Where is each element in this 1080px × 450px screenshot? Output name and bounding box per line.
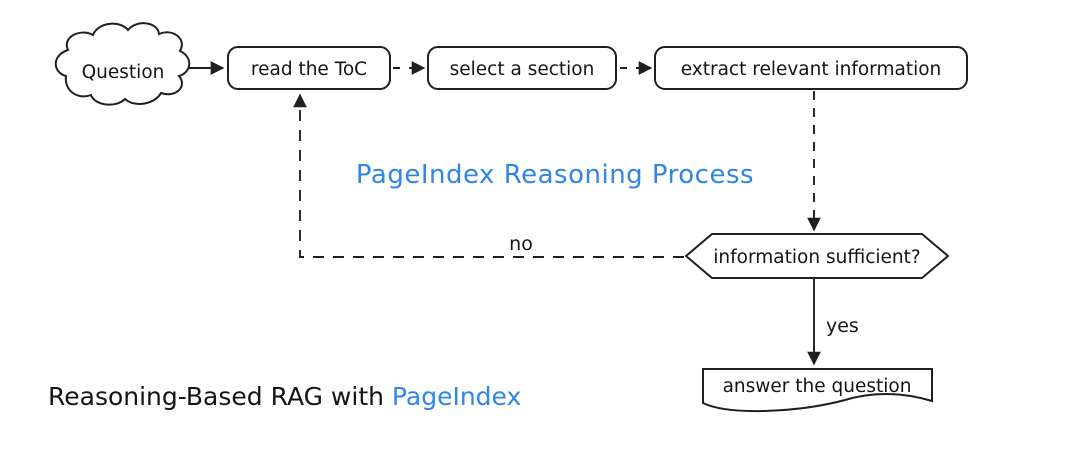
caption-brand: PageIndex	[391, 382, 522, 411]
node-extract-info-box	[654, 46, 968, 90]
node-answer-document	[702, 368, 933, 413]
node-extract-info-label: extract relevant information	[681, 59, 942, 80]
node-answer-label: answer the question	[723, 376, 912, 397]
node-sufficient-label: information sufficient?	[713, 247, 920, 268]
node-question-cloud	[54, 22, 191, 106]
edge-label-no: no	[509, 233, 533, 255]
edge-no-loop	[293, 93, 684, 258]
node-select-section-box	[427, 46, 617, 90]
node-read-toc-box	[227, 46, 391, 90]
node-sufficient-hexagon	[685, 233, 949, 279]
node-read-toc-label: read the ToC	[251, 59, 367, 80]
node-question-label: Question	[82, 62, 165, 83]
edge-label-yes: yes	[826, 315, 859, 337]
caption: Reasoning-Based RAG with PageIndex	[48, 382, 521, 411]
node-select-section-label: select a section	[450, 59, 595, 80]
caption-prefix: Reasoning-Based RAG with	[48, 382, 392, 411]
process-title: PageIndex Reasoning Process	[355, 160, 755, 190]
